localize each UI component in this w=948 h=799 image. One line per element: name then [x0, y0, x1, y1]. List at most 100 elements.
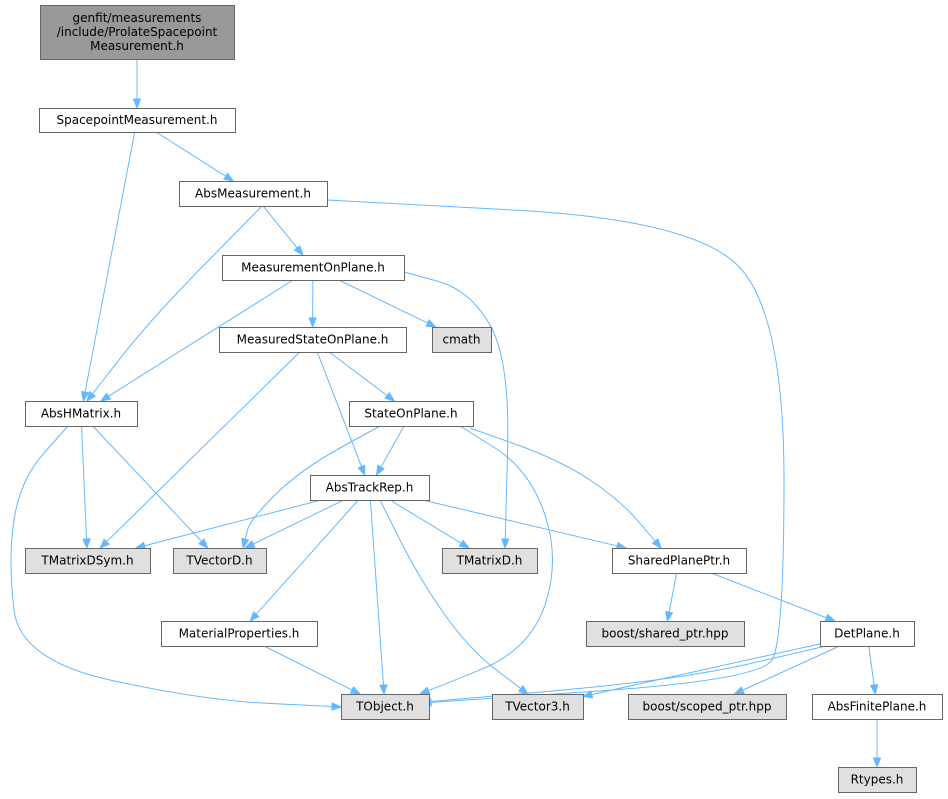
edge-stateonplane-to-sharedplane — [469, 427, 662, 550]
node-box — [612, 548, 747, 574]
node-box — [820, 621, 915, 647]
node-genfit-measurements-include-prolatespacepointmeasurement-h: genfit/measurements/include/ProlateSpace… — [40, 5, 235, 60]
node-layer: genfit/measurements/include/ProlateSpace… — [25, 5, 943, 793]
node-box — [222, 255, 405, 281]
node-label: StateOnPlane.h — [364, 406, 457, 420]
edge-line — [380, 425, 405, 468]
edge-materialprops-to-tobject — [263, 645, 362, 695]
arrowhead-icon — [872, 757, 882, 769]
arrowhead-icon — [308, 317, 317, 329]
arrowhead-icon — [357, 464, 366, 477]
node-measurementonplane-h[interactable]: MeasurementOnPlane.h — [222, 255, 405, 281]
arrowhead-icon — [82, 538, 91, 550]
edge-line — [742, 645, 840, 691]
node-label: TVector3.h — [504, 699, 570, 713]
edge-line — [253, 499, 345, 545]
arrowhead-icon — [425, 319, 437, 328]
arrowhead-icon — [824, 613, 837, 622]
node-measuredstateonplane-h[interactable]: MeasuredStateOnPlane.h — [219, 327, 407, 353]
node-abshmatrix-h[interactable]: AbsHMatrix.h — [25, 401, 138, 427]
edge-line — [422, 499, 618, 547]
edge-detplane-to-absfiniteplane — [868, 645, 879, 696]
arrowhead-icon — [418, 686, 431, 695]
edge-spacepoint-to-absmeas — [155, 131, 235, 182]
edge-line — [379, 499, 522, 689]
node-spacepointmeasurement-h[interactable]: SpacepointMeasurement.h — [39, 108, 236, 133]
node-absfiniteplane-h[interactable]: AbsFinitePlane.h — [812, 694, 943, 720]
node-boost-scoped-ptr-hpp: boost/scoped_ptr.hpp — [628, 694, 787, 720]
arrowhead-icon — [349, 685, 362, 695]
node-detplane-h[interactable]: DetPlane.h — [820, 621, 915, 647]
arrowhead-icon — [375, 464, 385, 477]
node-box — [442, 548, 538, 574]
node-label: DetPlane.h — [834, 626, 900, 640]
arrowhead-icon — [293, 244, 304, 257]
edge-line — [84, 131, 136, 393]
node-label: AbsMeasurement.h — [195, 186, 311, 200]
edge-line — [591, 643, 821, 695]
node-materialproperties-h[interactable]: MaterialProperties.h — [161, 621, 318, 647]
node-sharedplaneptr-h[interactable]: SharedPlanePtr.h — [612, 548, 747, 574]
arrowhead-icon — [665, 610, 674, 623]
edge-stateonplane-to-tvectord — [241, 425, 381, 550]
node-box — [25, 401, 138, 427]
edge-line — [668, 572, 678, 613]
node-box — [161, 621, 318, 647]
edge-abshmatrix-to-tvectord — [92, 425, 209, 550]
node-label: genfit/measurements — [73, 11, 202, 25]
node-box — [586, 621, 745, 647]
node-label: TVectorD.h — [185, 553, 252, 567]
edge-measonplane-to-cmath — [338, 279, 437, 328]
arrowhead-icon — [249, 611, 260, 623]
edge-line — [10, 425, 333, 708]
arrowhead-icon — [99, 538, 110, 549]
edge-measstate-to-tmatrixdsym — [99, 351, 301, 549]
edge-sharedplane-to-boostshared — [665, 572, 678, 623]
node-tobject-h: TObject.h — [341, 694, 430, 720]
arrowhead-icon — [651, 538, 662, 550]
arrowhead-icon — [379, 684, 388, 696]
edge-absfiniteplane-to-rtypes — [872, 719, 882, 769]
edge-stateonplane-to-tobject — [418, 425, 553, 695]
edge-line — [92, 425, 202, 542]
edge-abstrackrep-to-tmatrixd — [389, 499, 471, 549]
edge-layer — [10, 59, 882, 769]
node-box — [628, 694, 787, 720]
edge-line — [81, 425, 88, 540]
edge-abshmatrix-to-tmatrixdsym — [81, 425, 91, 550]
edge-line — [421, 645, 827, 703]
edge-line — [328, 351, 388, 396]
arrowhead-icon — [331, 702, 343, 711]
node-box — [310, 475, 430, 501]
node-box — [349, 401, 474, 427]
node-abstrackrep-h[interactable]: AbsTrackRep.h — [310, 475, 430, 501]
node-label: SpacepointMeasurement.h — [57, 113, 218, 127]
node-tvector3-h: TVector3.h — [492, 694, 584, 720]
arrowhead-icon — [581, 690, 594, 699]
node-label: cmath — [443, 332, 481, 346]
node-box — [838, 767, 917, 793]
edge-line — [255, 499, 359, 615]
edge-line — [244, 425, 381, 540]
node-box — [173, 548, 267, 574]
node-box — [25, 548, 151, 574]
edge-detplane-to-boostscoped — [733, 645, 840, 695]
node-tmatrixdsym-h: TMatrixDSym.h — [25, 548, 151, 574]
arrowhead-icon — [86, 390, 97, 403]
node-stateonplane-h[interactable]: StateOnPlane.h — [349, 401, 474, 427]
node-box — [341, 694, 430, 720]
node-box — [219, 327, 407, 353]
node-rtypes-h: Rtypes.h — [838, 767, 917, 793]
node-label: boost/shared_ptr.hpp — [602, 626, 729, 640]
arrowhead-icon — [241, 537, 250, 550]
node-tmatrixd-h: TMatrixD.h — [442, 548, 538, 574]
arrowhead-icon — [733, 686, 745, 695]
edge-line — [389, 499, 462, 544]
node-label: SharedPlanePtr.h — [628, 553, 730, 567]
edge-line — [403, 271, 509, 540]
edge-line — [263, 645, 353, 691]
edge-detplane-to-tvector3 — [581, 643, 821, 699]
node-absmeasurement-h[interactable]: AbsMeasurement.h — [179, 181, 328, 207]
node-label: AbsFinitePlane.h — [828, 699, 927, 713]
